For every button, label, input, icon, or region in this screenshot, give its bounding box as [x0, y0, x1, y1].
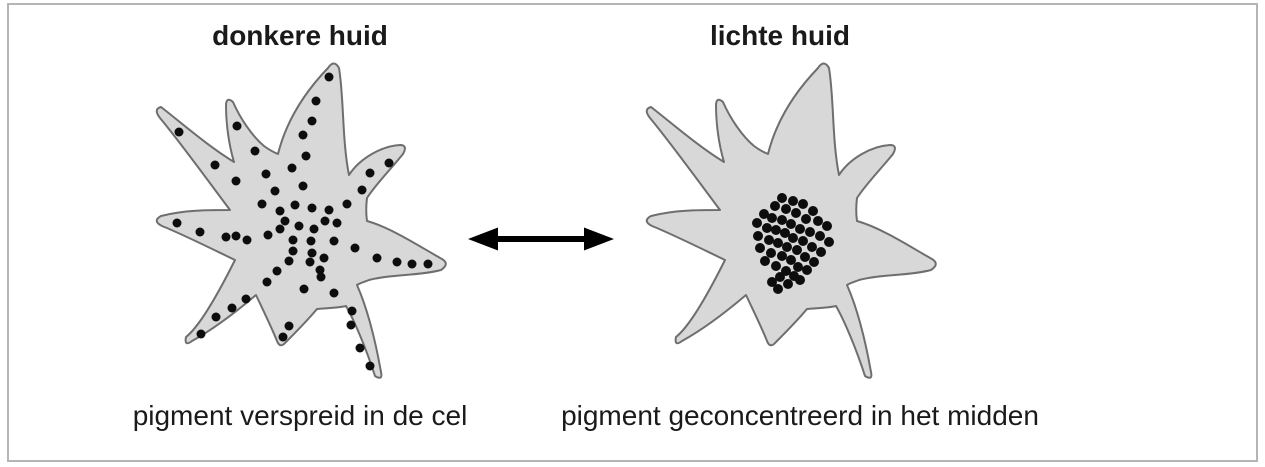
- pigment-dots-dispersed: [172, 72, 433, 371]
- right-cell-caption: pigment geconcentreerd in het midden: [561, 400, 1039, 431]
- right-cell-title: lichte huid: [710, 20, 850, 51]
- light-skin-pigment-cell-illustration: [645, 62, 937, 379]
- pigment-dots-concentrated: [752, 193, 834, 294]
- dark-skin-pigment-cell-illustration: [155, 62, 447, 379]
- left-cell-caption: pigment verspreid in de cel: [132, 400, 468, 431]
- double-arrow-icon: [468, 227, 614, 251]
- left-cell-title: donkere huid: [212, 20, 388, 51]
- cell-outline: [155, 62, 447, 379]
